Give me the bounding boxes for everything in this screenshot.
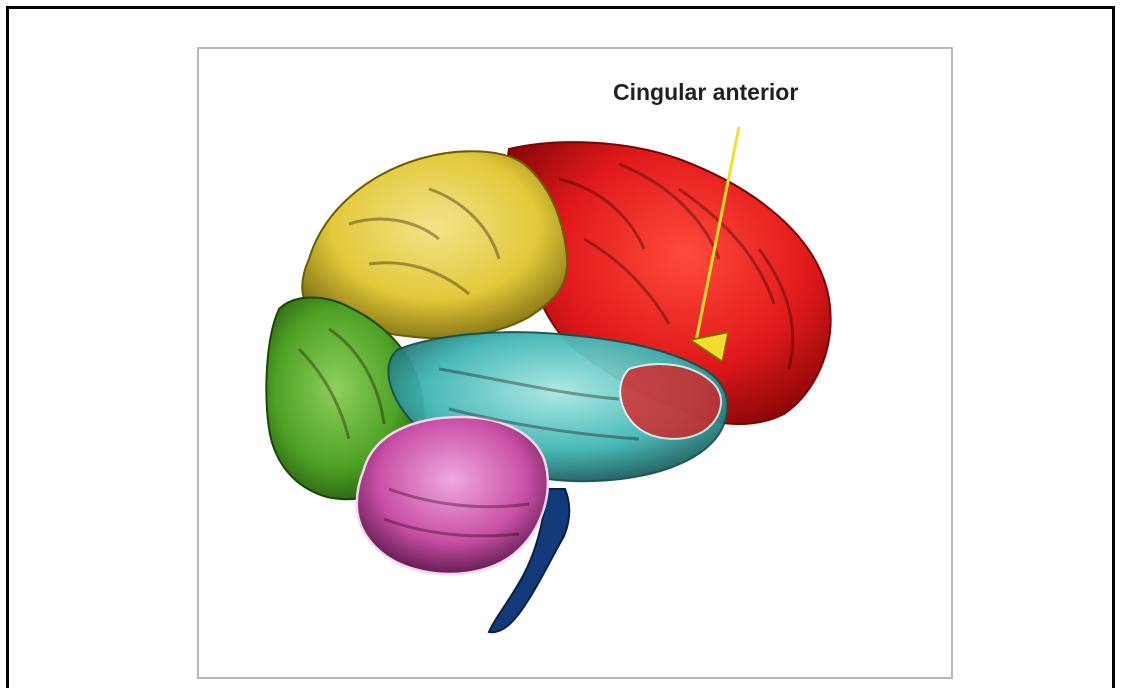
callout-label: Cingular anterior xyxy=(613,79,798,106)
outer-frame: Cingular anterior xyxy=(6,6,1115,688)
cerebellum xyxy=(357,417,548,574)
brain-figure: Cingular anterior xyxy=(197,47,953,679)
brain-illustration xyxy=(199,49,951,677)
